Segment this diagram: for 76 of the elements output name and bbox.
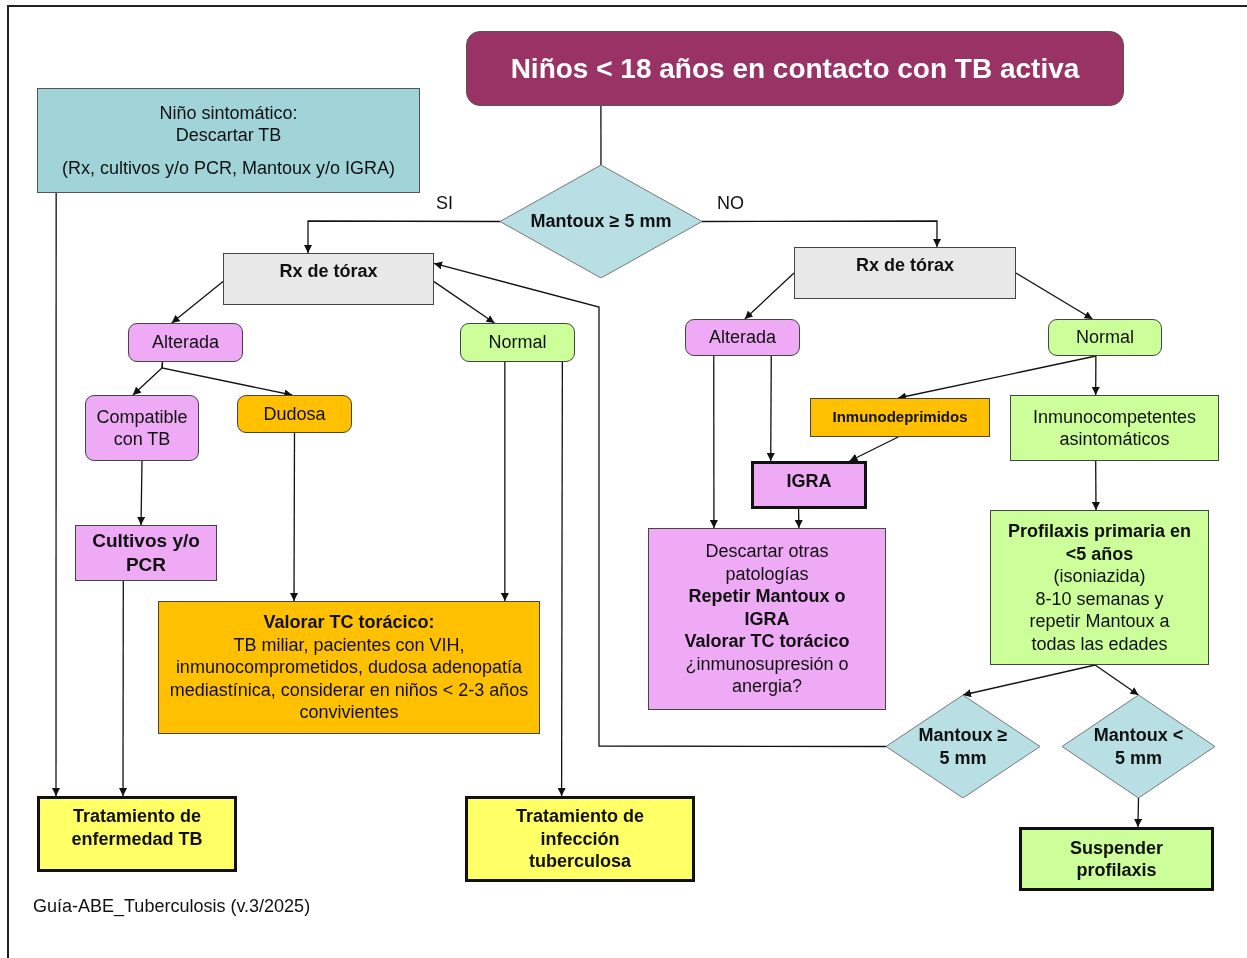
node-text: Rx de tórax — [855, 254, 954, 277]
source-note: Guía-ABE_Tuberculosis (v.3/2025) — [33, 896, 311, 917]
node-text: Niños < 18 años en contacto con TB activa — [510, 52, 1080, 86]
node-text: Mantoux ≥ 5 mm — [917, 724, 1009, 769]
arrow — [962, 664, 1096, 698]
process-box — [810, 398, 990, 437]
node-text: Inmunodeprimidos — [832, 408, 968, 427]
arrow — [1091, 355, 1100, 396]
arrow — [794, 508, 803, 529]
title-banner — [466, 31, 1124, 106]
process-box — [990, 510, 1209, 665]
node-text: Mantoux ≥ 5 mm — [530, 210, 672, 233]
node-text: IGRA — [786, 470, 832, 493]
node-text: Normal — [1076, 326, 1134, 349]
outcome-box — [1019, 827, 1214, 891]
result-box — [237, 395, 352, 433]
decision-diamond — [500, 165, 702, 278]
outcome-box — [37, 796, 237, 872]
node-text: Dudosa — [263, 402, 326, 426]
node-text: Compatible con TB — [95, 405, 189, 451]
arrow — [433, 280, 496, 324]
process-box — [1010, 395, 1219, 461]
node-text: Tratamiento de enfermedad TB — [70, 805, 204, 850]
outcome-box — [465, 796, 695, 882]
arrow — [557, 361, 566, 797]
process-box — [158, 601, 540, 734]
node-text: Repetir Mantoux o IGRA — [687, 585, 847, 631]
process-box — [75, 525, 217, 581]
node-text: Mantoux < 5 mm — [1092, 724, 1185, 769]
arrow — [1015, 272, 1094, 320]
node-text: Alterada — [708, 326, 776, 349]
arrow — [766, 355, 775, 462]
process-box — [794, 247, 1016, 299]
arrow — [709, 355, 718, 529]
result-box — [1048, 319, 1162, 356]
arrow — [171, 280, 224, 324]
result-box — [128, 323, 243, 362]
arrow — [433, 261, 887, 748]
result-box — [85, 395, 199, 461]
arrow — [290, 432, 298, 602]
node-heading: Descartar otras patologías — [704, 540, 830, 586]
arrow — [744, 272, 795, 320]
arrow — [52, 192, 60, 797]
node-text: (Rx, cultivos y/o PCR, Mantoux y/o IGRA) — [61, 156, 396, 180]
node-text: Rx de tórax — [279, 260, 378, 283]
decision-diamond — [886, 695, 1040, 798]
decision-diamond — [1062, 695, 1215, 798]
node-text: Cultivos y/o PCR — [91, 529, 201, 577]
arrow — [119, 580, 127, 797]
result-box — [685, 319, 800, 356]
node-text: (isoniazida) — [1053, 565, 1146, 588]
node-text: Suspender profilaxis — [1069, 836, 1164, 882]
node-text: ¿inmunosupresión o anergia? — [684, 652, 850, 698]
node-heading: Niño sintomático: Descartar TB — [158, 101, 299, 147]
node-text: Alterada — [151, 331, 219, 354]
node-heading: Valorar TC torácico: — [263, 611, 435, 634]
process-box — [37, 88, 420, 193]
node-text: 8-10 semanas y repetir Mantoux a todas las edades — [1028, 587, 1171, 655]
node-heading: Profilaxis primaria en <5 años — [1006, 520, 1193, 565]
process-box — [223, 253, 434, 305]
process-box — [751, 461, 867, 509]
node-text: TB miliar, pacientes con VIH, inmunocomprometidos, dudosa adenopatía mediastínica, considerar en niños < 2-3 años convivientes — [168, 633, 530, 724]
arrow — [500, 361, 509, 602]
node-text: Normal — [488, 331, 547, 354]
process-box — [648, 528, 886, 710]
arrow — [701, 220, 941, 248]
arrow — [1094, 664, 1140, 696]
result-box — [460, 323, 575, 362]
node-text: Valorar TC torácico — [684, 630, 850, 653]
arrow — [137, 460, 146, 526]
arrow — [1134, 797, 1143, 828]
arrow — [1091, 460, 1100, 511]
node-text: Tratamiento de infección tuberculosa — [515, 805, 645, 873]
node-text: Inmunocompetentes asintomáticos — [1031, 405, 1198, 451]
arrow — [848, 436, 899, 462]
arrow — [304, 220, 501, 254]
